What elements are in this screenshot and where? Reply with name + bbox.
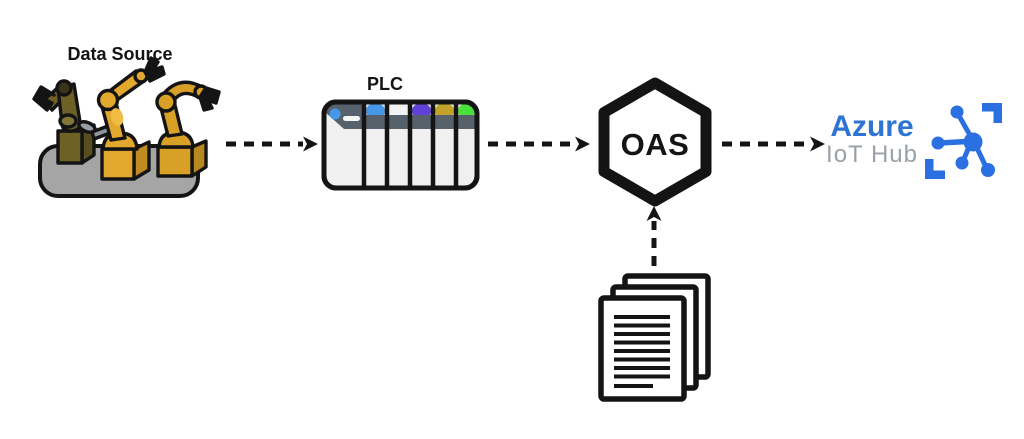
arrowhead-icon [646,206,662,221]
robot-right [155,80,221,178]
arrow-oas-to-azure [722,136,825,152]
arrow-datasource-to-plc [226,136,318,152]
oas-hexagon [598,77,712,207]
corner-bracket-bottom-left [925,159,945,179]
data-source-label: Data Source [67,44,173,64]
plc-modules-icon [321,99,480,191]
iot-hub-icon [925,103,1002,179]
arrowhead-icon [303,136,318,152]
document-text-lines [614,315,670,388]
arrowhead-icon [575,136,590,152]
robot-middle [90,56,166,181]
plc-module-cap [458,104,475,118]
arrow-documents-to-oas [646,206,662,266]
hub-center-node [963,132,983,152]
robot-left [32,79,97,165]
azure-title: Azure [830,110,914,143]
arrow-plc-to-oas [488,136,590,152]
corner-bracket-top-right [982,103,1002,123]
arrowhead-icon [810,136,825,152]
plc-module-cap [389,104,408,118]
oas-label: OAS [620,127,690,162]
plc-module-cap [366,104,385,118]
plc-module-cap [435,104,454,118]
plc-label: PLC [367,74,403,94]
documents-icon [598,273,711,402]
robot-arms-icon [32,56,221,198]
plc-module-cap [412,104,431,118]
iot-hub-subtitle: IoT Hub [826,141,918,168]
plc-status-led [329,108,341,120]
